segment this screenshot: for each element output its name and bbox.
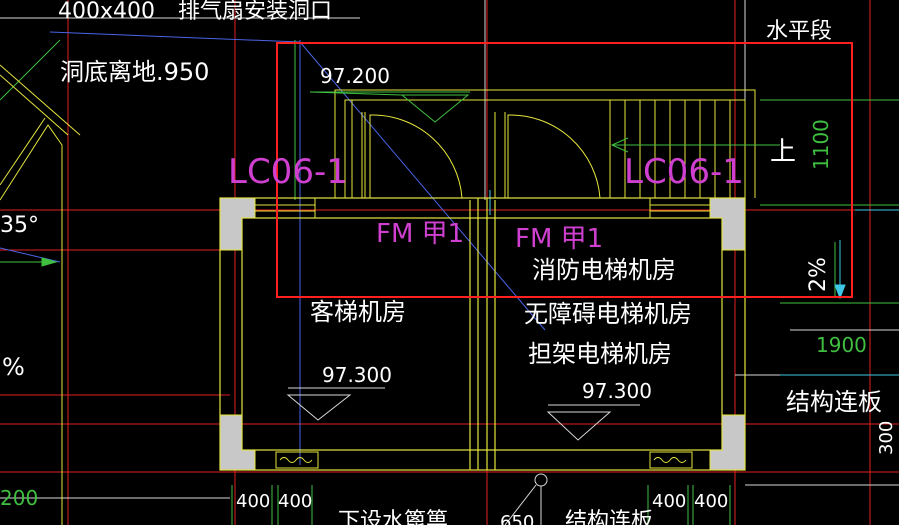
lc-right-label: LC06-1 — [624, 152, 744, 192]
up-label: 上 — [770, 137, 796, 167]
dim-400-c: 400 — [652, 491, 686, 512]
dim-300-right: 300 — [876, 421, 897, 455]
room-fire-label: 消防电梯机房 — [532, 256, 676, 284]
bottom-pipe-label: 下设水篦箅 — [338, 509, 448, 525]
horizontal-segment-label: 水平段 — [766, 19, 832, 44]
hole-height-label: 洞底离地.950 — [60, 58, 209, 86]
fm-left-label: FM 甲1 — [376, 219, 464, 249]
angle-label: 35° — [0, 213, 39, 238]
elev-left-label: 97.300 — [322, 363, 392, 387]
dim-1100-label: 1100 — [809, 119, 833, 170]
bottom-650-label: 650 — [500, 512, 534, 525]
stair-treads — [609, 100, 731, 198]
top-dim-label: 400x400 — [58, 0, 155, 24]
dim-400-b: 400 — [278, 491, 312, 512]
selection-highlight-box — [276, 42, 853, 298]
dim-400-d: 400 — [694, 491, 728, 512]
dim-1900-label: 1900 — [816, 333, 867, 357]
stair-direction-arrow — [610, 137, 780, 153]
slope-arrow — [834, 240, 846, 300]
lc-left-label: LC06-1 — [228, 152, 348, 192]
elevation-markers — [309, 91, 470, 123]
room-stretcher-label: 担架电梯机房 — [528, 340, 672, 368]
top-note-label: 排气扇安装洞口 — [178, 0, 332, 24]
bottom-struct-label: 结构连板 — [565, 509, 653, 525]
cyan-lines — [489, 190, 899, 376]
slope-2-label: 2% — [806, 257, 831, 292]
elev-right-label: 97.300 — [582, 379, 652, 403]
windows — [254, 197, 711, 219]
left-roof-outline — [0, 64, 81, 525]
fm-right-label: FM 甲1 — [515, 224, 603, 254]
struct-slab-label: 结构连板 — [786, 388, 882, 416]
pipe-symbols — [275, 451, 693, 469]
machine-room-walls — [219, 197, 746, 471]
angle-arrow — [41, 257, 58, 267]
elevation-markers-white — [286, 387, 640, 441]
room-passenger-label: 客梯机房 — [310, 298, 406, 326]
upper-structure — [334, 89, 756, 198]
bottom-callout — [504, 473, 548, 525]
door-swings — [369, 114, 601, 199]
bottom-dimension-ticks — [231, 485, 731, 525]
room-barrier-free-label: 无障碍电梯机房 — [524, 300, 692, 328]
dim-200-left: 200 — [0, 486, 38, 510]
percent-left-label: % — [2, 353, 25, 381]
elev-top-label: 97.200 — [320, 64, 390, 88]
corner-columns — [219, 197, 746, 471]
dim-400-a: 400 — [236, 491, 270, 512]
